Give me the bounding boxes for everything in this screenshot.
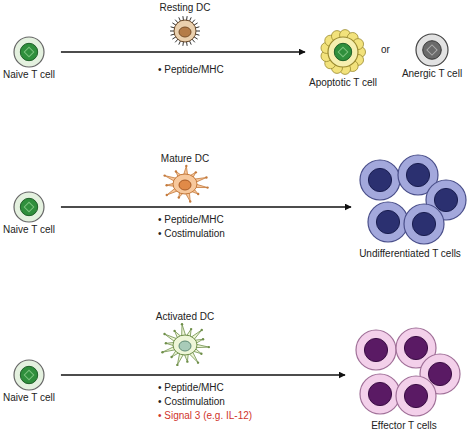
cell-label: Apoptotic T cell bbox=[309, 77, 377, 89]
cell-icon bbox=[160, 323, 210, 367]
cell-icon bbox=[160, 165, 210, 203]
cell-label: Mature DC bbox=[161, 153, 209, 165]
signal-label: • Peptide/MHC bbox=[158, 382, 224, 394]
signal-label: • Signal 3 (e.g. IL-12) bbox=[158, 410, 252, 422]
cell-icon bbox=[349, 324, 459, 420]
cell-label: Undifferentiated T cells bbox=[359, 248, 461, 260]
cell-label: Naive T cell bbox=[3, 392, 55, 404]
cell-icon bbox=[12, 35, 46, 69]
signal-label: • Peptide/MHC bbox=[158, 214, 224, 226]
resting-dc: Resting DC bbox=[159, 2, 210, 48]
or-label: or bbox=[381, 44, 390, 56]
apoptotic-t-cell: Apoptotic T cell bbox=[309, 27, 377, 89]
cell-label: Resting DC bbox=[159, 2, 210, 14]
cell-label: Activated DC bbox=[156, 311, 214, 323]
signal-label: • Peptide/MHC bbox=[158, 64, 224, 76]
cell-label: Naive T cell bbox=[3, 69, 55, 81]
cell-icon bbox=[12, 358, 46, 392]
arrow bbox=[61, 51, 305, 52]
cell-icon bbox=[12, 190, 46, 224]
signal-label: • Costimulation bbox=[158, 396, 225, 408]
arrow bbox=[61, 374, 345, 375]
cell-icon bbox=[414, 32, 450, 68]
arrow bbox=[61, 206, 351, 207]
activated-dc: Activated DC bbox=[156, 311, 214, 367]
cell-icon bbox=[318, 27, 368, 77]
signal-label: • Costimulation bbox=[158, 228, 225, 240]
naive-t-cell: Naive T cell bbox=[3, 358, 55, 404]
naive-t-cell: Naive T cell bbox=[3, 190, 55, 236]
mature-dc: Mature DC bbox=[160, 153, 210, 203]
cell-icon bbox=[355, 152, 465, 248]
cell-label: Effector T cells bbox=[371, 420, 437, 432]
cell-icon bbox=[160, 14, 210, 48]
undifferentiated-cells: Undifferentiated T cells bbox=[355, 152, 465, 260]
anergic-t-cell: Anergic T cell bbox=[402, 32, 462, 80]
cell-label: Anergic T cell bbox=[402, 68, 462, 80]
effector-cells: Effector T cells bbox=[349, 324, 459, 432]
cell-label: Naive T cell bbox=[3, 224, 55, 236]
naive-t-cell: Naive T cell bbox=[3, 35, 55, 81]
